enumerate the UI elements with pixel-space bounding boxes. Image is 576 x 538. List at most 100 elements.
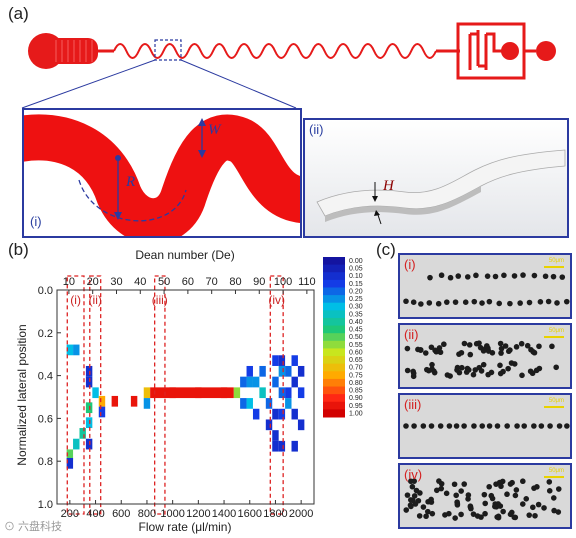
inset-i-channel-geometry: (i) R W <box>22 108 302 238</box>
particle <box>452 515 458 521</box>
x-tick-label: 1600 <box>238 508 262 520</box>
colorbar-label: 0.40 <box>349 319 363 326</box>
micrograph-particles <box>404 340 559 380</box>
particle <box>458 349 465 356</box>
x2-tick-label: 70 <box>206 276 218 288</box>
y-tick-label: 0.2 <box>38 328 53 340</box>
x2-tick-label: 60 <box>182 276 194 288</box>
particle <box>428 423 435 429</box>
particle <box>429 510 436 517</box>
y-tick-label: 1.0 <box>38 499 53 511</box>
particle <box>438 272 445 279</box>
x2-tick-label: 100 <box>274 276 292 288</box>
particle <box>461 340 468 347</box>
colorbar-swatch <box>323 287 345 296</box>
radius-symbol: R <box>126 174 136 190</box>
particle <box>454 500 461 507</box>
particle <box>537 299 544 305</box>
particle <box>511 514 518 521</box>
heatmap-cell <box>278 365 286 377</box>
particle <box>486 298 493 305</box>
particle <box>443 299 450 305</box>
particle <box>488 492 495 499</box>
particle <box>531 272 538 279</box>
colorbar-label: 0.90 <box>349 395 363 402</box>
heatmap-cell <box>297 387 305 399</box>
heatmap-cell <box>291 376 298 388</box>
left-axis-title: Normalized lateral position <box>15 324 29 465</box>
colorbar-swatch <box>323 310 345 319</box>
colorbar-swatch <box>323 257 345 266</box>
serpentine-channel <box>113 43 437 59</box>
particle <box>497 362 503 369</box>
colorbar-label: 0.15 <box>349 281 363 288</box>
particle <box>547 423 553 429</box>
particle <box>455 273 462 279</box>
particle <box>549 343 555 350</box>
y-tick-label: 0.6 <box>38 413 53 425</box>
particle <box>426 300 433 306</box>
particle <box>433 487 440 494</box>
bottom-axis-title: Flow rate (μl/min) <box>139 520 232 534</box>
heatmap-cell <box>73 438 80 450</box>
colorbar-label: 0.80 <box>349 380 363 387</box>
micrograph-panel: (i)50μm <box>398 253 572 319</box>
colorbar-swatch <box>323 386 345 395</box>
particle <box>443 490 450 497</box>
particle <box>521 423 527 429</box>
particle <box>466 342 473 348</box>
width-symbol: W <box>208 122 221 138</box>
x-tick-label: 1000 <box>160 508 184 520</box>
particle <box>409 483 416 490</box>
chip-outlet-channels <box>468 30 505 70</box>
particle <box>438 480 445 487</box>
colorbar-label: 1.00 <box>349 410 363 417</box>
particle <box>479 423 486 429</box>
colorbar-swatch <box>323 264 345 273</box>
heatmap-cell <box>66 457 74 469</box>
colorbar-label: 0.85 <box>349 388 363 395</box>
particle <box>532 512 538 519</box>
particle <box>428 499 435 505</box>
particle <box>471 423 477 429</box>
particle <box>520 272 526 278</box>
colorbar-label: 0.00 <box>349 258 363 265</box>
particle <box>418 301 424 307</box>
particle <box>471 298 478 305</box>
colorbar-swatch <box>323 295 345 304</box>
scale-bar <box>544 266 564 268</box>
particle <box>482 510 488 517</box>
particle <box>423 513 429 520</box>
particle <box>507 300 513 307</box>
particle <box>403 507 410 513</box>
inset-ii-3d-channel: (ii) H <box>303 118 569 238</box>
micrograph-panel: (iii)50μm <box>398 393 572 459</box>
heatmap-cell <box>291 408 298 420</box>
regime-region-box <box>154 275 166 515</box>
particle <box>404 492 411 498</box>
colorbar-label: 0.20 <box>349 288 363 295</box>
particle <box>435 300 442 307</box>
heatmap-cell <box>285 387 292 399</box>
particle <box>451 481 458 488</box>
particle <box>427 274 433 281</box>
x-tick-label: 1800 <box>263 508 287 520</box>
particle <box>504 423 510 429</box>
channel-curve <box>24 114 300 236</box>
particle <box>437 423 444 429</box>
x-tick-label: 200 <box>61 508 79 520</box>
heatmap-cell <box>291 440 298 452</box>
chip-outlet-1 <box>501 42 519 60</box>
particle <box>473 340 480 347</box>
x2-tick-label: 10 <box>63 276 75 288</box>
colorbar-swatch <box>323 317 345 327</box>
heatmap-cell <box>246 398 253 409</box>
heatmap-cell <box>252 376 260 388</box>
particle <box>553 364 559 371</box>
particle <box>520 478 526 485</box>
particle <box>470 371 477 378</box>
particle <box>480 348 487 354</box>
particle <box>411 478 418 484</box>
particle <box>534 484 540 490</box>
particle <box>533 367 540 374</box>
